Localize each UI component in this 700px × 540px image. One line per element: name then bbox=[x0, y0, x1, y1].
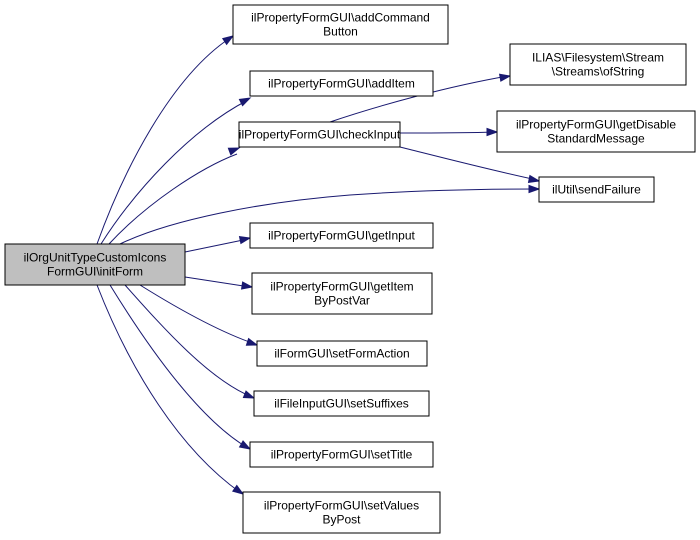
arrowhead-icon bbox=[231, 484, 245, 495]
node-ofString[interactable]: ILIAS\Filesystem\Stream\Streams\ofString bbox=[509, 43, 687, 86]
node-label: ilPropertyFormGUI\getDisable bbox=[516, 118, 676, 132]
edge-line bbox=[109, 284, 249, 449]
arrowhead-icon bbox=[227, 147, 241, 156]
arrowhead-icon bbox=[240, 281, 254, 290]
edge-root-to-addItem bbox=[100, 97, 252, 245]
node-box[interactable] bbox=[496, 110, 696, 153]
node-box[interactable] bbox=[232, 4, 449, 45]
edge-root-to-getItemByPostVar bbox=[184, 276, 254, 290]
edge-root-to-setValuesByPost bbox=[96, 284, 245, 495]
nodes-layer: ilOrgUnitTypeCustomIconsFormGUI\initForm… bbox=[4, 4, 696, 534]
edge-root-to-checkInput bbox=[108, 147, 241, 245]
node-box[interactable] bbox=[538, 176, 655, 203]
arrowhead-icon bbox=[242, 390, 256, 399]
edge-line bbox=[124, 284, 253, 398]
node-setFormAction[interactable]: ilFormGUI\setFormAction bbox=[256, 340, 428, 367]
edge-line bbox=[399, 131, 496, 134]
edge-line bbox=[96, 284, 242, 494]
node-label: ilPropertyFormGUI\getItem bbox=[270, 280, 413, 294]
node-label: ilUtil\sendFailure bbox=[552, 183, 641, 197]
edge-root-to-sendFailure bbox=[119, 184, 541, 245]
node-label: ilPropertyFormGUI\checkInput bbox=[239, 128, 401, 142]
edge-line bbox=[139, 284, 256, 345]
node-label: ilPropertyFormGUI\setTitle bbox=[271, 448, 413, 462]
edge-root-to-addCommandButton bbox=[96, 35, 235, 245]
edge-line bbox=[399, 146, 538, 181]
node-label: StandardMessage bbox=[547, 132, 645, 146]
node-getDisableStandardMessage[interactable]: ilPropertyFormGUI\getDisableStandardMess… bbox=[496, 110, 696, 153]
edge-root-to-setTitle bbox=[109, 284, 252, 450]
node-label: ILIAS\Filesystem\Stream bbox=[532, 51, 664, 65]
arrowhead-icon bbox=[221, 35, 235, 46]
edge-root-to-getInput bbox=[184, 235, 252, 253]
node-setTitle[interactable]: ilPropertyFormGUI\setTitle bbox=[249, 441, 434, 468]
node-box[interactable] bbox=[242, 491, 441, 534]
node-box[interactable] bbox=[238, 121, 401, 148]
edge-root-to-setSuffixes bbox=[124, 284, 256, 399]
node-checkInput[interactable]: ilPropertyFormGUI\checkInput bbox=[238, 121, 401, 148]
arrowhead-icon bbox=[245, 337, 259, 346]
node-box[interactable] bbox=[249, 222, 434, 249]
node-box[interactable] bbox=[249, 70, 434, 97]
edge-checkInput-to-getDisableStandardMessage bbox=[399, 127, 499, 137]
node-label: ilPropertyFormGUI\addCommand bbox=[251, 11, 430, 25]
node-label: FormGUI\initForm bbox=[47, 265, 143, 279]
edge-line bbox=[184, 276, 251, 288]
node-label: ilFileInputGUI\setSuffixes bbox=[274, 397, 409, 411]
edge-line bbox=[108, 153, 238, 245]
node-label: ilFormGUI\setFormAction bbox=[274, 347, 409, 361]
arrowhead-icon bbox=[238, 235, 252, 245]
arrowhead-icon bbox=[528, 184, 541, 194]
node-label: ByPost bbox=[322, 513, 361, 527]
node-setSuffixes[interactable]: ilFileInputGUI\setSuffixes bbox=[253, 390, 430, 417]
node-box[interactable] bbox=[251, 272, 433, 315]
edge-root-to-setFormAction bbox=[139, 284, 259, 346]
node-box[interactable] bbox=[4, 243, 186, 286]
arrowhead-icon bbox=[486, 127, 499, 137]
node-label: Button bbox=[323, 25, 358, 39]
edges-layer bbox=[96, 35, 541, 495]
edge-line bbox=[184, 238, 249, 253]
node-box[interactable] bbox=[249, 441, 434, 468]
node-label: ilPropertyFormGUI\getInput bbox=[268, 229, 415, 243]
arrowhead-icon bbox=[238, 97, 252, 107]
node-label: ilPropertyFormGUI\addItem bbox=[268, 77, 415, 91]
node-label: ilOrgUnitTypeCustomIcons bbox=[24, 251, 167, 265]
arrowhead-icon bbox=[238, 440, 252, 450]
node-box[interactable] bbox=[256, 340, 428, 367]
edge-line bbox=[96, 37, 231, 245]
edge-line bbox=[100, 99, 249, 245]
node-box[interactable] bbox=[253, 390, 430, 417]
node-sendFailure[interactable]: ilUtil\sendFailure bbox=[538, 176, 655, 203]
node-box[interactable] bbox=[509, 43, 687, 86]
node-getInput[interactable]: ilPropertyFormGUI\getInput bbox=[249, 222, 434, 249]
node-label: ilPropertyFormGUI\setValues bbox=[264, 499, 419, 513]
edge-line bbox=[119, 188, 538, 245]
node-label: ByPostVar bbox=[314, 294, 370, 308]
arrowhead-icon bbox=[527, 174, 541, 184]
arrowhead-icon bbox=[498, 73, 512, 82]
node-label: \Streams\ofString bbox=[552, 65, 645, 79]
node-addItem[interactable]: ilPropertyFormGUI\addItem bbox=[249, 70, 434, 97]
edge-checkInput-to-sendFailure bbox=[399, 146, 541, 184]
